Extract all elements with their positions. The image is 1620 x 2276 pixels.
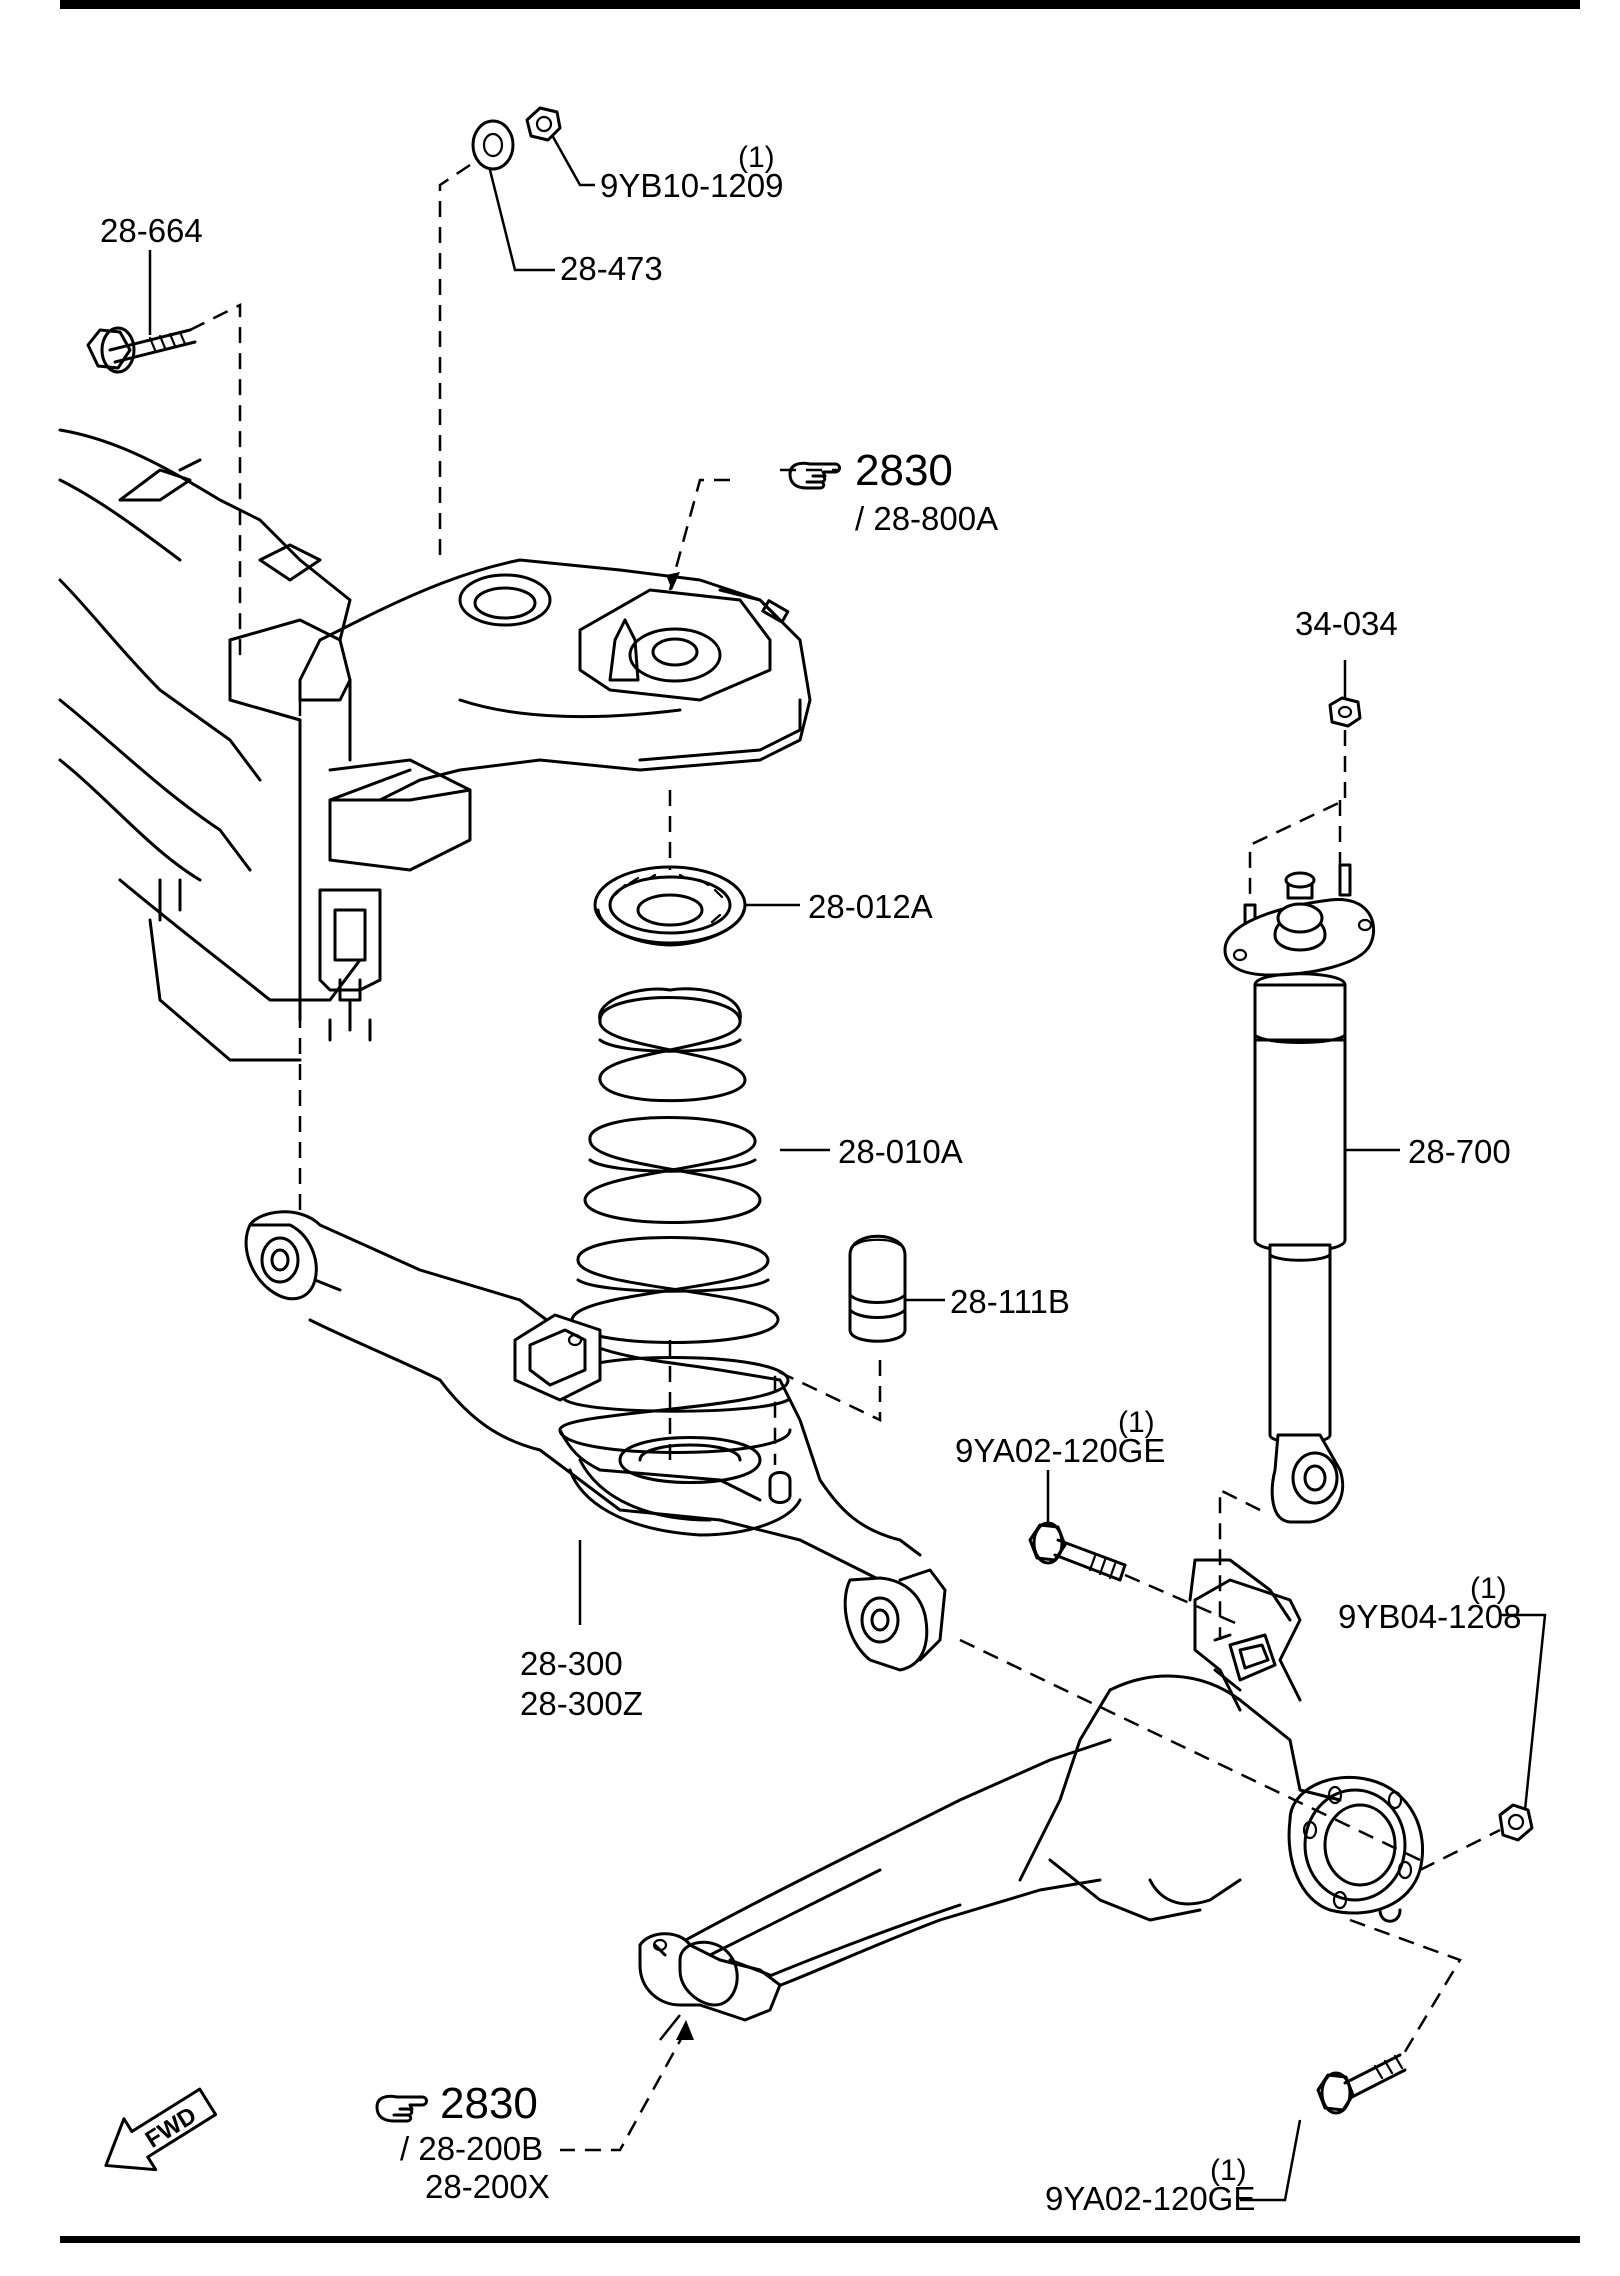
top-rule bbox=[60, 0, 1580, 9]
label-9ya02-lower: 9YA02-120GE bbox=[1045, 2180, 1255, 2217]
trailing-arm-knuckle bbox=[638, 1558, 1425, 2022]
label-28-800a: / 28-800A bbox=[855, 500, 998, 537]
label-9ya02-lower-qty: (1) bbox=[1210, 2154, 1247, 2187]
label-28-012a: 28-012A bbox=[808, 888, 933, 925]
crossmember-ref: 2830 / 28-800A bbox=[788, 446, 998, 537]
upper-nut bbox=[525, 106, 562, 142]
label-9yb10-qty: (1) bbox=[738, 141, 775, 174]
pointing-hand-icon bbox=[788, 461, 841, 490]
leader-lines bbox=[148, 134, 1547, 2202]
trailing-arm-ref: 2830 / 28-200B 28-200X bbox=[375, 2079, 550, 2205]
label-9ya02-upper-qty: (1) bbox=[1118, 1406, 1155, 1439]
label-9yb10-1209: 9YB10-1209 bbox=[600, 167, 783, 204]
label-2830-lower: 2830 bbox=[440, 2079, 538, 2128]
part-labels: 28-664 28-473 (1) 9YB10-1209 2830 / 28-8… bbox=[100, 141, 1521, 2217]
label-28-700: 28-700 bbox=[1408, 1133, 1511, 1170]
trailing-arm-arrow bbox=[676, 2020, 694, 2040]
shock-absorber bbox=[1223, 696, 1376, 1524]
bump-stop bbox=[848, 1234, 907, 1343]
trailing-arm-lower-bolt bbox=[1316, 2053, 1407, 2115]
label-28-300: 28-300 bbox=[520, 1645, 623, 1682]
upper-mount-bolt bbox=[86, 326, 197, 374]
assembly-lines bbox=[189, 163, 1501, 2152]
label-28-300z: 28-300Z bbox=[520, 1685, 643, 1722]
pointing-hand-icon bbox=[375, 2094, 428, 2123]
label-28-111b: 28-111B bbox=[950, 1283, 1070, 1320]
label-9yb04-1208: 9YB04-1208 bbox=[1338, 1598, 1521, 1635]
bottom-rule bbox=[60, 2236, 1580, 2243]
knuckle-nut bbox=[1498, 1803, 1534, 1842]
lower-arm bbox=[244, 1210, 947, 1672]
label-28-664: 28-664 bbox=[100, 212, 203, 249]
label-28-010a: 28-010A bbox=[838, 1133, 963, 1170]
forward-arrow-icon: FWD bbox=[104, 2087, 218, 2172]
spring-seat bbox=[593, 865, 747, 947]
label-9yb04-qty: (1) bbox=[1470, 1572, 1507, 1605]
label-34-034: 34-034 bbox=[1295, 605, 1398, 642]
label-28-473: 28-473 bbox=[560, 250, 663, 287]
coil-spring bbox=[558, 987, 792, 1454]
shock-lower-bolt bbox=[1028, 1521, 1127, 1582]
label-28-200x: 28-200X bbox=[425, 2168, 550, 2205]
crossmember bbox=[58, 428, 812, 1062]
label-9ya02-upper: 9YA02-120GE bbox=[955, 1432, 1165, 1469]
label-2830-upper: 2830 bbox=[855, 446, 953, 495]
label-28-200b: / 28-200B bbox=[400, 2130, 543, 2167]
upper-washer bbox=[471, 119, 515, 171]
crossmember-arrow bbox=[666, 572, 680, 590]
